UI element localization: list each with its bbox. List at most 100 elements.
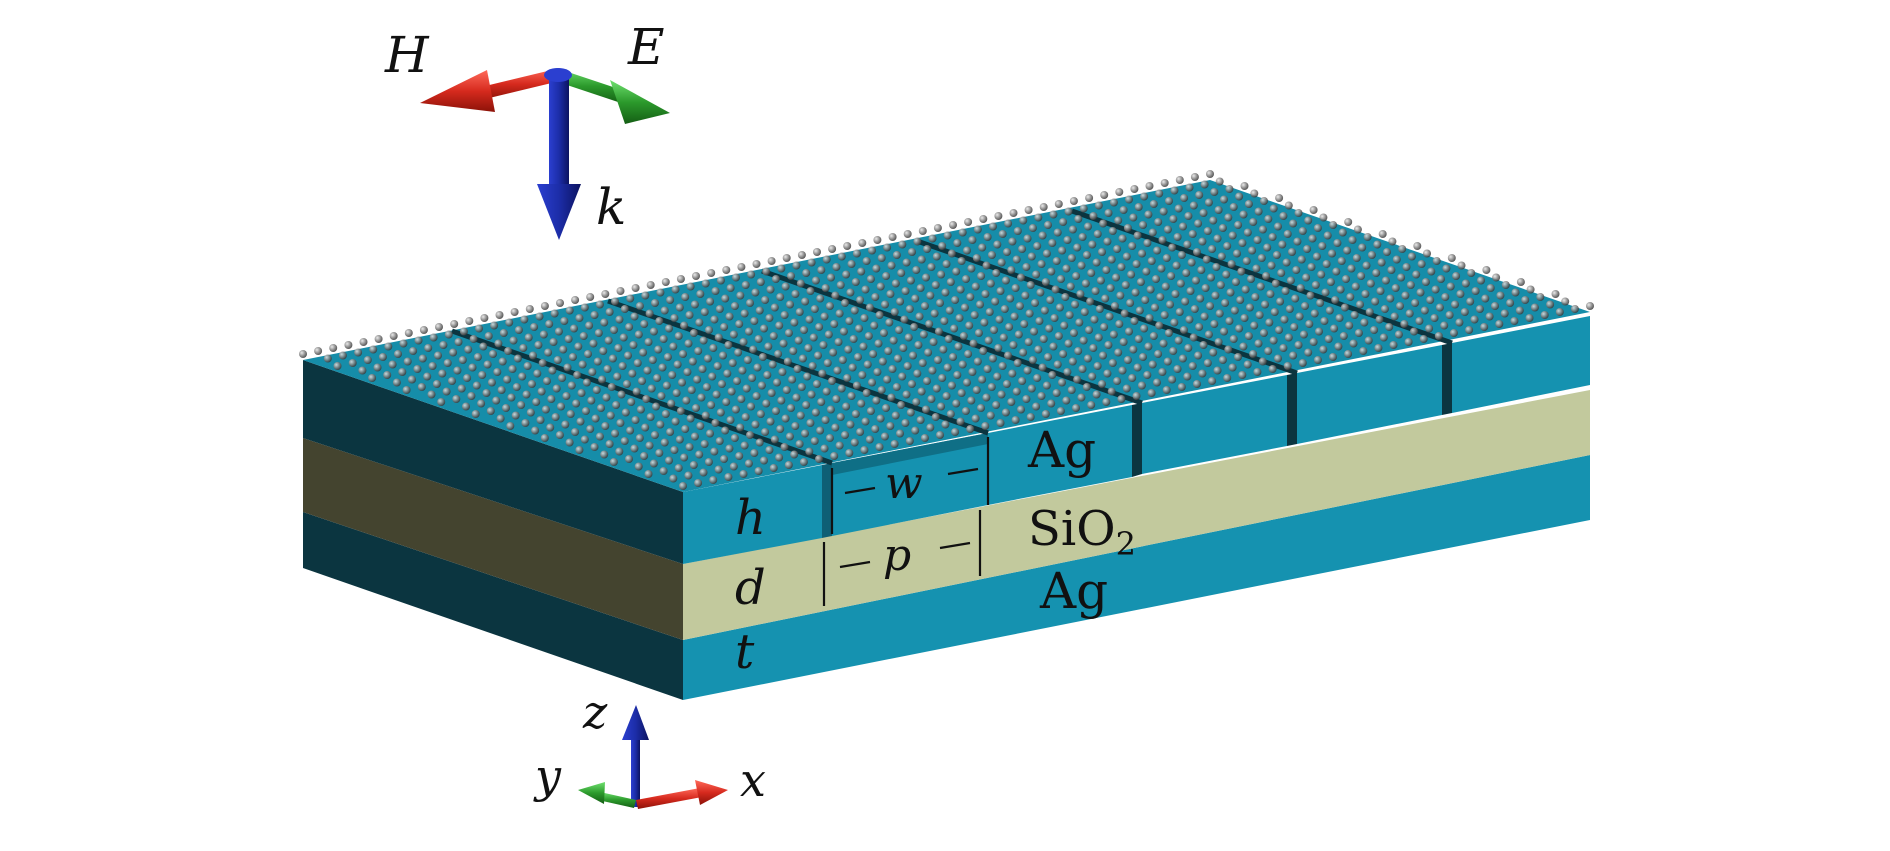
ag-strip-front	[1297, 345, 1442, 444]
graphene-atom	[1180, 194, 1189, 202]
graphene-atom	[1054, 332, 1063, 340]
graphene-atom	[561, 420, 570, 429]
graphene-atom	[1222, 270, 1231, 279]
graphene-atom	[1315, 327, 1323, 336]
graphene-atom	[552, 384, 561, 393]
graphene-atom	[953, 239, 962, 247]
graphene-atom	[392, 378, 401, 387]
graphene-atom	[1144, 342, 1153, 351]
graphene-atom	[949, 353, 957, 361]
graphene-atom	[1170, 318, 1179, 327]
graphene-atom	[649, 459, 658, 468]
graphene-atom	[832, 395, 841, 403]
graphene-atom	[636, 405, 645, 414]
graphene-atom	[1220, 327, 1228, 336]
graphene-atom	[567, 381, 576, 390]
graphene-atom	[383, 371, 392, 379]
graphene-atom	[668, 371, 677, 379]
graphene-atom	[836, 281, 845, 289]
graphene-atom	[526, 408, 535, 417]
graphene-atom	[979, 347, 988, 355]
graphene-atom	[1074, 215, 1083, 223]
graphene-atom	[914, 341, 923, 349]
graphene-atom	[1018, 245, 1027, 253]
graphene-atom	[1013, 359, 1022, 367]
graphene-atom	[565, 438, 574, 447]
graphene-atom	[1290, 323, 1299, 331]
graphene-atom	[1132, 392, 1141, 400]
graphene-atom	[1254, 339, 1263, 348]
graphene-atom	[1072, 404, 1080, 412]
graphene-atom	[681, 293, 690, 301]
graphene-atom	[822, 255, 831, 264]
graphene-atom	[536, 416, 545, 424]
graphene-atom	[837, 252, 846, 261]
graphene-atom	[881, 300, 889, 309]
graphene-atom	[1361, 290, 1370, 298]
graphene-atom	[499, 329, 508, 337]
graphene-atom	[1212, 263, 1221, 271]
graphene-atom	[1335, 314, 1344, 322]
graphene-atom	[699, 336, 708, 345]
graphene-atom	[611, 297, 619, 306]
graphene-atom	[1155, 321, 1164, 330]
graphene-atom	[760, 324, 768, 333]
graphene-atom	[1350, 311, 1359, 319]
graphene-atom	[990, 326, 998, 334]
graphene-atom	[1066, 282, 1075, 291]
graphene-atom	[508, 365, 517, 373]
graphene-atom	[902, 390, 911, 399]
graphene-atom	[722, 398, 731, 406]
top-ag-label: Ag	[1027, 421, 1096, 479]
graphene-atom	[1230, 306, 1239, 315]
graphene-atom	[903, 362, 912, 370]
graphene-atom	[830, 320, 839, 328]
graphene-atom	[792, 393, 801, 402]
graphene-atom	[859, 342, 868, 351]
graphene-atom	[1320, 317, 1329, 325]
graphene-atom	[676, 407, 685, 415]
graphene-atom	[1139, 353, 1147, 361]
graphene-atom	[1570, 305, 1579, 313]
graphene-atom	[644, 338, 653, 346]
graphene-atom	[1087, 401, 1096, 409]
graphene-atom	[1349, 339, 1358, 348]
graphene-atom	[725, 312, 734, 321]
graphene-atom	[1413, 242, 1422, 250]
graphene-atom	[913, 369, 922, 378]
graphene-atom	[657, 392, 666, 400]
graphene-atom	[464, 345, 473, 354]
graphene-atom	[577, 389, 586, 397]
graphene-atom	[640, 320, 649, 328]
graphene-atom	[1376, 287, 1385, 295]
graphene-atom	[503, 375, 512, 384]
graphene-atom	[601, 422, 610, 430]
graphene-atom	[1456, 290, 1465, 298]
graphene-atom	[778, 368, 787, 376]
graphene-atom	[1275, 194, 1284, 202]
graphene-atom	[813, 248, 821, 256]
graphene-atom	[742, 384, 751, 393]
graphene-atom	[816, 426, 825, 435]
graphene-atom	[797, 251, 806, 259]
graphene-atom	[1258, 225, 1267, 234]
graphene-atom	[997, 390, 1006, 399]
graphene-atom	[808, 362, 817, 370]
graphene-atom	[1160, 179, 1169, 187]
graphene-atom	[1217, 252, 1226, 261]
graphene-atom	[1169, 215, 1178, 223]
graphene-atom	[1325, 306, 1334, 315]
graphene-atom	[1416, 288, 1425, 297]
graphene-atom	[947, 249, 956, 258]
graphene-atom	[964, 218, 973, 226]
graphene-atom	[1132, 260, 1141, 268]
graphene-atom	[1334, 342, 1343, 351]
graphene-atom	[937, 402, 946, 411]
graphene-atom	[978, 375, 987, 384]
graphene-atom	[922, 273, 930, 282]
graphene-atom	[1250, 321, 1259, 330]
graphene-atom	[1014, 330, 1023, 339]
graphene-atom	[848, 363, 857, 372]
graphene-atom	[1053, 360, 1062, 369]
graphene-atom	[672, 389, 681, 397]
